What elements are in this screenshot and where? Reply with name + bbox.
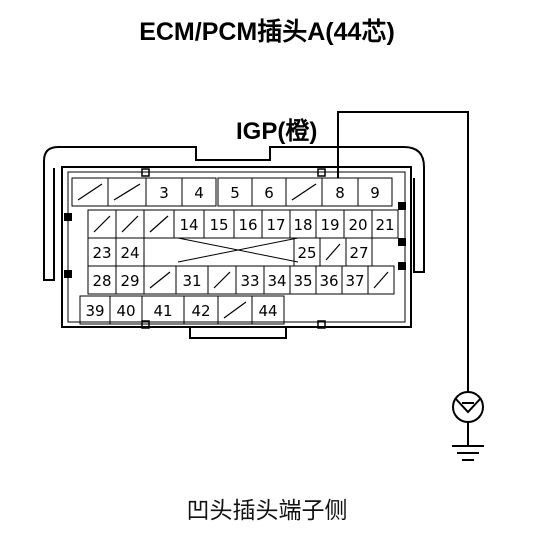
empty-cavity-slash <box>373 271 389 289</box>
pin-number: 36 <box>319 272 338 290</box>
igp-wire <box>337 111 469 392</box>
test-lamp-icon <box>452 391 484 423</box>
side-latch-right-3 <box>398 262 406 270</box>
connector-key-tab <box>189 327 287 339</box>
empty-cavity-slash <box>149 215 169 233</box>
test-lamp-filament <box>454 397 482 414</box>
pin-number: 41 <box>153 302 172 320</box>
pin-number: 15 <box>209 216 228 234</box>
pin-number: 21 <box>375 216 394 234</box>
pin-number: 20 <box>348 216 367 234</box>
pin-number: 8 <box>335 184 345 202</box>
pin-cavity <box>251 295 285 325</box>
pin-number: 16 <box>238 216 257 234</box>
pin-number: 28 <box>92 272 111 290</box>
top-notch-1 <box>141 168 150 177</box>
empty-cavity-slash <box>149 271 171 289</box>
pin-number: 44 <box>258 302 277 320</box>
pin-number: 17 <box>266 216 285 234</box>
connector-face <box>61 166 412 328</box>
pin-cavity <box>181 177 217 207</box>
empty-cavity-slash <box>93 215 111 233</box>
pin-number: 34 <box>267 272 286 290</box>
side-latch-right-2 <box>398 238 406 246</box>
pin-number: 14 <box>179 216 198 234</box>
pin-number: 35 <box>293 272 312 290</box>
pin-cavity <box>357 177 393 207</box>
connector-housing-left <box>43 146 59 281</box>
no-terminal-cross <box>177 237 299 263</box>
empty-cavity-slash <box>213 271 231 289</box>
pin-number: 33 <box>240 272 259 290</box>
empty-cavity-slash <box>325 243 341 261</box>
pin-number: 4 <box>194 184 204 202</box>
pin-number: 3 <box>159 184 169 202</box>
pin-cavity <box>367 265 395 295</box>
connector-housing <box>58 146 425 273</box>
diagram-title: ECM/PCM插头A(44芯) <box>139 18 395 46</box>
wire-label-igp: IGP(橙) <box>236 118 318 145</box>
empty-cavity-slash <box>113 183 141 201</box>
side-latch-left-2 <box>64 270 72 278</box>
top-notch-2 <box>317 168 326 177</box>
pin-number: 18 <box>293 216 312 234</box>
pin-number: 6 <box>264 184 274 202</box>
empty-cavity-slash <box>291 183 317 201</box>
pin-number: 27 <box>349 244 368 262</box>
pin-number: 29 <box>120 272 139 290</box>
ground-icon <box>452 445 484 461</box>
pin-number: 37 <box>345 272 364 290</box>
connector-face-inner <box>67 171 406 323</box>
pin-number: 31 <box>182 272 201 290</box>
pin-cavity <box>371 209 399 239</box>
diagram-caption: 凹头插头端子侧 <box>186 498 348 524</box>
pin-number: 42 <box>191 302 210 320</box>
pin-number: 5 <box>230 184 240 202</box>
empty-cavity-slash <box>77 183 103 201</box>
bottom-notch-2 <box>317 320 326 329</box>
side-latch-right-1 <box>398 202 406 210</box>
pin-number: 23 <box>92 244 111 262</box>
pin-number: 19 <box>320 216 339 234</box>
pin-number: 39 <box>85 302 104 320</box>
empty-cavity-slash <box>223 301 247 319</box>
pin-number: 40 <box>116 302 135 320</box>
empty-cavity-slash <box>121 215 139 233</box>
pin-number: 24 <box>120 244 139 262</box>
pin-number: 9 <box>370 184 380 202</box>
pin-number: 25 <box>297 244 316 262</box>
side-latch-left-1 <box>64 213 72 221</box>
